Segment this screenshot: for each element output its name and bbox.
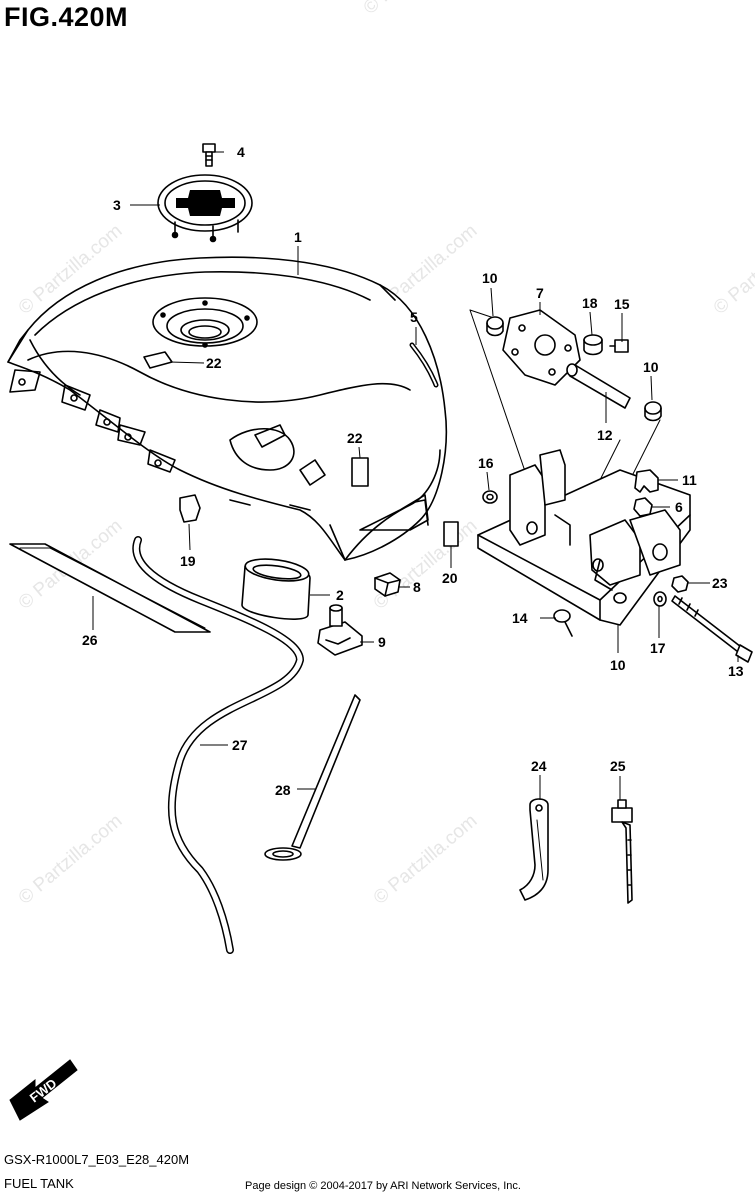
part-2-cushion [241,558,311,620]
part-18-washer [653,591,667,607]
callout-8: 8 [413,579,421,595]
part-12-clip [634,469,659,493]
callout-22: 22 [347,430,363,446]
callout-15: 14 [512,610,528,626]
part-13-collar [566,363,631,409]
callout-21: 20 [442,570,458,586]
callout-labels: 4 3 1 10 7 18 15 5 22 10 12 22 16 11 6 1… [82,144,744,798]
leader-lines [92,151,739,800]
watermark: © Partzilla.com [370,810,482,908]
part-7-plate [502,309,581,386]
part-19-cap [583,334,603,356]
callout-6: 6 [675,499,683,515]
callout-9: 9 [378,634,386,650]
callout-20: 19 [180,553,196,569]
callout-2: 2 [336,587,344,603]
callout-24: 24 [531,758,547,774]
part-27-hose [132,536,304,954]
callout-14: 13 [728,663,744,679]
callout-7: 7 [536,285,544,301]
callout-26: 26 [82,632,98,648]
callout-28: 28 [275,782,291,798]
part-17-grommet [482,490,498,504]
part-10-grommet [486,316,504,337]
callout-22: 22 [206,355,222,371]
part-3-cap-plate [157,174,253,243]
part-28-rod [264,694,361,861]
part-6-nut [633,497,653,517]
callout-3: 3 [113,197,121,213]
callout-19: 18 [582,295,598,311]
callout-1: 1 [294,229,302,245]
figure-title: FIG.420M [4,2,129,32]
part-22-label [351,457,369,487]
callout-11: 10 [610,657,626,673]
part-15-bolt [553,609,573,637]
callout-5: 5 [410,309,418,325]
part-10-grommet [644,401,662,422]
forward-arrow-icon: FWD [9,1059,78,1121]
callout-10: 10 [643,359,659,375]
callout-25: 25 [610,758,626,774]
part-1-fuel-tank [7,256,448,561]
part-5-strip [409,342,439,388]
callout-10: 10 [482,270,498,286]
callout-17: 16 [478,455,494,471]
part-16-bolt [609,339,629,353]
part-24-strap [519,798,549,901]
figure-name: FUEL TANK [4,1176,74,1191]
watermark: © Partzilla.com [15,810,127,908]
callout-13: 12 [597,427,613,443]
callout-23: 23 [712,575,728,591]
callout-27: 27 [232,737,248,753]
part-20-clip [179,494,201,523]
watermark: © Partzilla.com [360,0,472,19]
part-23-nut [671,575,689,593]
watermark: © Partzilla.com [710,220,755,318]
figure-code: GSX-R1000L7_E03_E28_420M [4,1152,190,1167]
callout-18: 17 [650,640,666,656]
part-9-rubber [317,604,363,656]
part-21-label [443,521,459,547]
part-25-cable-tie [611,799,633,904]
part-4-bolt [202,143,216,167]
page-footer: Page design © 2004-2017 by ARI Network S… [245,1180,521,1192]
part-26-strip [9,543,211,633]
callout-4: 4 [237,144,245,160]
callout-16: 15 [614,296,630,312]
callout-12: 11 [682,472,697,488]
part-14-bolt [671,595,753,663]
part-8-cushion [374,572,401,597]
